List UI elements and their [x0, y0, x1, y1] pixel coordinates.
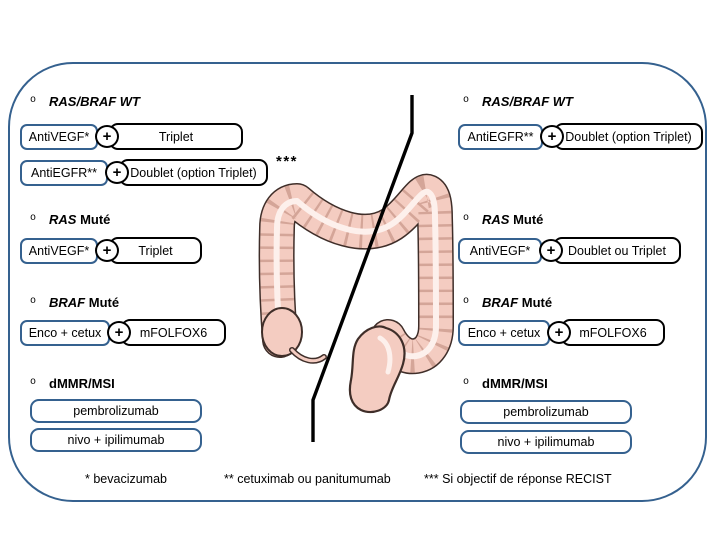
drug-box: AntiVEGF*	[20, 237, 98, 264]
section-header-right-ras-mute: o RAS Muté	[463, 211, 543, 227]
therapy-pill: nivo + ipilimumab	[30, 428, 202, 452]
treatment-row: Enco + cetux + mFOLFOX6	[20, 319, 226, 346]
treatment-row: AntiVEGF* + Triplet	[20, 237, 202, 264]
plus-icon: +	[95, 239, 119, 262]
bullet-icon: o	[30, 212, 37, 224]
section-header-left-rasbraf-wt: o RAS/BRAF WT	[30, 93, 140, 109]
rectum	[348, 325, 406, 414]
section-title: RAS/BRAF WT	[482, 93, 574, 109]
bullet-icon: o	[463, 212, 470, 224]
regimen-box: Doublet (option Triplet)	[119, 159, 268, 186]
therapy-pill: nivo + ipilimumab	[460, 430, 632, 454]
plus-icon: +	[540, 125, 564, 148]
footnote-cetuximab-panitumumab: ** cetuximab ou panitumumab	[224, 472, 391, 486]
regimen-box: Triplet	[109, 237, 202, 264]
drug-box: AntiEGFR**	[458, 123, 543, 150]
section-title: RAS Muté	[482, 211, 544, 227]
treatment-row: AntiEGFR** + Doublet (option Triplet)	[20, 159, 268, 186]
bullet-icon: o	[30, 376, 37, 388]
colon-illustration	[258, 95, 454, 442]
bullet-icon: o	[30, 295, 37, 307]
treatment-row: AntiEGFR** + Doublet (option Triplet)	[458, 123, 703, 150]
therapy-pill: pembrolizumab	[460, 400, 632, 424]
drug-box: AntiVEGF*	[20, 123, 98, 150]
section-header-left-ras-mute: o RAS Muté	[30, 211, 110, 227]
footnote-recist: *** Si objectif de réponse RECIST	[424, 472, 612, 486]
drug-box: Enco + cetux	[458, 319, 550, 346]
recist-annotation-stars: ***	[276, 153, 299, 170]
regimen-box: Triplet	[109, 123, 243, 150]
footnote-bevacizumab: * bevacizumab	[85, 472, 167, 486]
bullet-icon: o	[463, 376, 470, 388]
bullet-icon: o	[463, 94, 470, 106]
plus-icon: +	[95, 125, 119, 148]
colon-tube	[258, 173, 454, 375]
plus-icon: +	[107, 321, 131, 344]
regimen-box: Doublet (option Triplet)	[554, 123, 703, 150]
therapy-pill: pembrolizumab	[30, 399, 202, 423]
section-title: BRAF Muté	[482, 294, 553, 310]
plus-icon: +	[547, 321, 571, 344]
treatment-row: Enco + cetux + mFOLFOX6	[458, 319, 665, 346]
treatment-row: AntiVEGF* + Doublet ou Triplet	[458, 237, 681, 264]
section-header-right-dmmr-msi: o dMMR/MSI	[463, 375, 548, 391]
bullet-icon: o	[463, 295, 470, 307]
section-header-left-dmmr-msi: o dMMR/MSI	[30, 375, 115, 391]
drug-box: AntiVEGF*	[458, 237, 542, 264]
plus-icon: +	[105, 161, 129, 184]
section-header-right-rasbraf-wt: o RAS/BRAF WT	[463, 93, 573, 109]
divider-line	[311, 95, 414, 442]
section-header-left-braf-mute: o BRAF Muté	[30, 294, 119, 310]
drug-box: Enco + cetux	[20, 319, 110, 346]
regimen-box: mFOLFOX6	[561, 319, 665, 346]
section-title: RAS/BRAF WT	[49, 93, 141, 109]
drug-box: AntiEGFR**	[20, 159, 108, 186]
section-title: dMMR/MSI	[49, 375, 115, 391]
regimen-box: mFOLFOX6	[121, 319, 226, 346]
section-title: BRAF Muté	[49, 294, 120, 310]
section-title: dMMR/MSI	[482, 375, 548, 391]
section-header-right-braf-mute: o BRAF Muté	[463, 294, 552, 310]
cecum-appendix	[261, 307, 327, 364]
treatment-row: AntiVEGF* + Triplet	[20, 123, 243, 150]
regimen-box: Doublet ou Triplet	[553, 237, 681, 264]
bullet-icon: o	[30, 94, 37, 106]
plus-icon: +	[539, 239, 563, 262]
section-title: RAS Muté	[49, 211, 111, 227]
